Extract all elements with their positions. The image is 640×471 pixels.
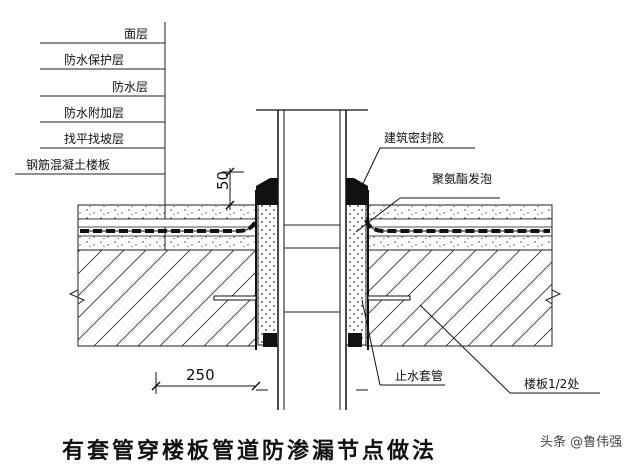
watermark: 头条 @鲁伟强 [540, 434, 622, 450]
dimension-250: 250 [151, 366, 261, 394]
label-additional-waterproof-layer: 防水附加层 [64, 105, 124, 120]
callout-sealant: 建筑密封胶 [384, 130, 444, 145]
dimension-50-text: 50 [214, 171, 232, 190]
callout-sleeve: 止水套管 [395, 368, 443, 383]
callout-foam: 聚氨酯发泡 [432, 171, 492, 186]
layer-labels-block: 面层 防水保护层 防水层 防水附加层 找平找坡层 钢筋混凝土楼板 [15, 22, 166, 250]
label-leveling-slope-layer: 找平找坡层 [64, 132, 124, 146]
label-protection-layer: 防水保护层 [64, 52, 124, 67]
callouts: 建筑密封胶 聚氨酯发泡 止水套管 楼板1/2处 [355, 130, 600, 394]
drawing-title: 有套管穿楼板管道防渗漏节点做法 [62, 438, 437, 464]
dimension-50: 50 [214, 167, 244, 210]
floor-buildup-left [68, 204, 258, 347]
label-rc-slab: 钢筋混凝土楼板 [26, 157, 110, 172]
label-waterproof-layer: 防水层 [112, 79, 148, 94]
label-surface-layer: 面层 [124, 27, 148, 41]
callout-slab-half: 楼板1/2处 [524, 376, 579, 391]
dimension-250-text: 250 [186, 366, 215, 384]
floor-buildup-right [364, 204, 562, 347]
sleeve-and-pipe [213, 109, 411, 410]
